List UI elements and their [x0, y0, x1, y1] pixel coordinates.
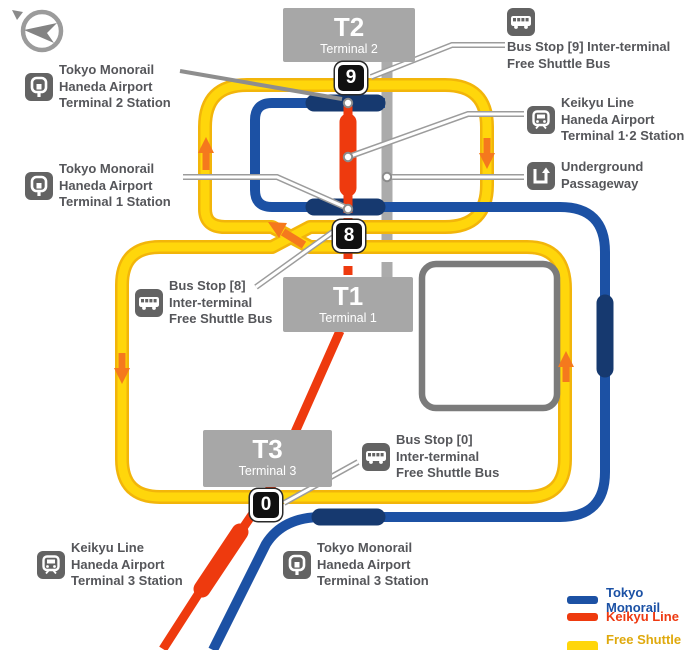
- label-monorail-t2-station: Tokyo Monorail Haneda Airport Terminal 2…: [25, 62, 171, 112]
- bus-stop-0-badge: 0: [250, 489, 282, 521]
- label-line: Haneda Airport: [71, 556, 165, 572]
- label-line: Haneda Airport: [59, 177, 153, 193]
- terminal-1-name: Terminal 1: [319, 311, 377, 325]
- label-bus-stop-0: Bus Stop [0] Inter-terminal Free Shuttle…: [362, 432, 499, 482]
- label-line: Terminal 3 Station: [317, 573, 429, 588]
- label-line: Tokyo Monorail: [59, 161, 155, 176]
- legend-item-keikyu: Keikyu Line: [567, 609, 679, 624]
- terminal-3-code: T3: [252, 434, 283, 464]
- label-monorail-t3-station: Tokyo Monorail Haneda Airport Terminal 3…: [283, 540, 429, 590]
- label-line: Tokyo Monorail: [317, 540, 413, 555]
- building-outline: [418, 260, 561, 412]
- north-compass-icon: [12, 9, 64, 53]
- label-keikyu-t12-station: Keikyu Line Haneda Airport Terminal 1·2 …: [527, 95, 684, 145]
- legend-item-shuttle-bus: Free Shuttle Bus: [567, 632, 700, 650]
- bus-icon: [362, 442, 390, 471]
- train-icon: [527, 105, 555, 134]
- label-line: Inter-terminal: [396, 448, 480, 464]
- legend-shuttle-swatch: [567, 641, 598, 650]
- label-line: Terminal 1·2 Station: [561, 128, 685, 143]
- label-line: Terminal 2 Station: [59, 95, 171, 110]
- monorail-icon: [25, 171, 53, 200]
- terminal-3-name: Terminal 3: [238, 464, 297, 478]
- label-line: Haneda Airport: [59, 78, 153, 94]
- label-line: Haneda Airport: [317, 556, 411, 572]
- label-line: Keikyu Line: [71, 540, 144, 555]
- label-line: Bus Stop [8]: [169, 278, 246, 293]
- terminal-2-name: Terminal 2: [320, 42, 378, 56]
- label-monorail-t1-station: Tokyo Monorail Haneda Airport Terminal 1…: [25, 161, 171, 211]
- label-bus-stop-9: Bus Stop [9] Inter-terminal Free Shuttle…: [507, 8, 670, 72]
- label-keikyu-t3-station: Keikyu Line Haneda Airport Terminal 3 St…: [37, 540, 183, 590]
- bus-stop-8-badge: 8: [333, 220, 365, 252]
- bus-stop-9-badge: 9: [335, 62, 367, 94]
- route-direction-arrows: [114, 137, 574, 384]
- terminal-2-code: T2: [333, 12, 365, 42]
- monorail-icon: [25, 72, 53, 101]
- leader-monorail-t2: [179, 69, 343, 101]
- terminal-1-code: T1: [332, 281, 364, 311]
- legend-item-monorail: Tokyo Monorail: [567, 585, 700, 615]
- leader-anchor-dots: [342, 97, 393, 215]
- label-bus-stop-8: Bus Stop [8] Inter-terminal Free Shuttle…: [135, 278, 272, 328]
- underground-icon: [527, 161, 555, 190]
- keikyu-t3-station-marker: [193, 523, 249, 598]
- legend-shuttle-label: Free Shuttle Bus: [606, 632, 682, 650]
- bus-icon: [135, 288, 163, 317]
- label-underground-passageway: Underground Passageway: [527, 159, 643, 192]
- label-line: Terminal 3 Station: [71, 573, 183, 588]
- label-line: Bus Stop [0]: [396, 432, 473, 447]
- terminal-1-box: T1 Terminal 1: [283, 277, 413, 332]
- label-line: Free Shuttle Bus: [396, 465, 500, 480]
- label-line: Terminal 1 Station: [59, 194, 171, 209]
- label-line: Haneda Airport: [561, 111, 655, 127]
- legend-keikyu-swatch: [567, 612, 598, 621]
- train-icon: [37, 550, 65, 579]
- legend-keikyu-label: Keikyu Line: [606, 609, 679, 624]
- terminal-2-box: T2 Terminal 2: [283, 8, 415, 62]
- label-line: Keikyu Line: [561, 95, 634, 110]
- bus-icon: [507, 8, 535, 36]
- terminal-3-box: T3 Terminal 3: [203, 430, 332, 487]
- label-line: Bus Stop [9] Inter-terminal: [507, 39, 671, 54]
- label-line: Tokyo Monorail: [59, 62, 155, 77]
- legend-monorail-swatch: [567, 596, 598, 604]
- label-line: Free Shuttle Bus: [507, 55, 611, 71]
- label-line: Free Shuttle Bus: [169, 311, 273, 326]
- label-line: Underground: [561, 159, 644, 174]
- legend-monorail-label: Tokyo Monorail: [606, 585, 661, 615]
- label-line: Inter-terminal: [169, 294, 253, 310]
- monorail-icon: [283, 550, 311, 579]
- shuttle-bus-route: [117, 80, 570, 502]
- label-line: Passageway: [561, 175, 639, 191]
